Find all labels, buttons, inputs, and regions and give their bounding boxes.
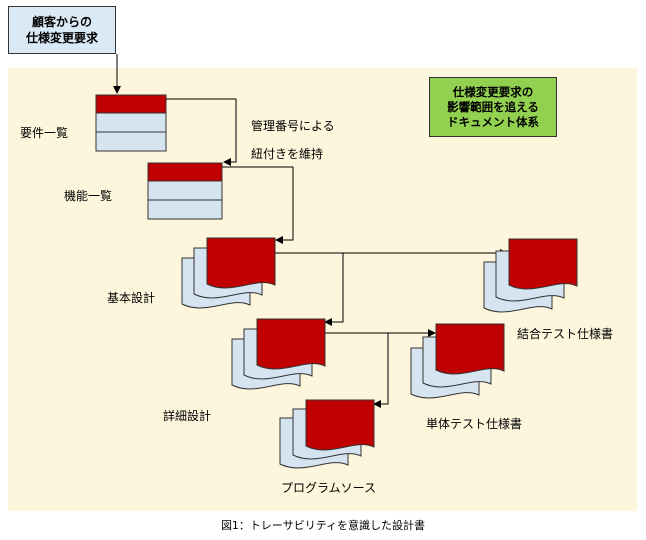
program-source-doc-stack <box>279 399 375 469</box>
customer-request-line1: 顧客からの <box>31 15 92 29</box>
integration-test-label: 結合テスト仕様書 <box>517 327 614 341</box>
program-source-label: プログラムソース <box>281 481 377 495</box>
trace-note-box: 仕様変更要求の 影響範囲を追える ドキュメント体系 <box>429 77 557 137</box>
function-to-basic-connector <box>222 166 294 244</box>
trace-note-line3: ドキュメント体系 <box>447 114 539 129</box>
basic-design-label: 基本設計 <box>107 291 156 305</box>
integration-test-doc-stack <box>483 238 578 313</box>
function-list-label: 機能一覧 <box>64 189 113 203</box>
function-list-table <box>147 162 223 220</box>
customer-request-line2: 仕様変更要求 <box>25 31 98 45</box>
unit-test-doc-stack <box>410 323 505 399</box>
customer-request-box: 顧客からの 仕様変更要求 <box>8 6 116 54</box>
trace-note-line1: 仕様変更要求の <box>452 84 534 99</box>
trace-note-line2: 影響範囲を追える <box>447 99 539 114</box>
detailed-design-doc-stack <box>231 318 326 390</box>
requirements-list-table <box>95 94 167 152</box>
figure-caption: 図1：トレーサビリティを意識した設計書 <box>220 519 426 532</box>
requirements-list-label: 要件一覧 <box>20 126 69 140</box>
annotation-line2: 紐付きを維持 <box>251 147 324 161</box>
detailed-to-source-connector <box>325 332 389 408</box>
unit-test-label: 単体テスト仕様書 <box>426 417 523 431</box>
req-to-function-connector <box>166 98 237 166</box>
annotation-line1: 管理番号による <box>251 119 335 133</box>
basic-design-doc-stack <box>181 237 276 309</box>
basic-to-detailed-connector <box>275 252 344 326</box>
detailed-design-label: 詳細設計 <box>163 409 212 423</box>
